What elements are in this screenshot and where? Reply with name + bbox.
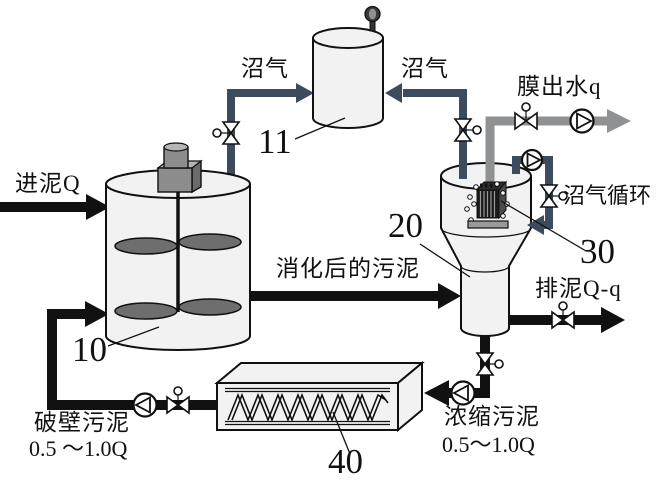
label-biogas-circulation: 沼气循环 xyxy=(563,183,652,208)
label-concentrated-sludge: 浓缩污泥 xyxy=(444,404,540,429)
label-broken-wall-flow: 0.5 ～1.0Q xyxy=(29,436,128,461)
valve-biogas-circulation xyxy=(539,184,568,208)
aeration-diffuser xyxy=(467,220,509,229)
concentrated-arrow xyxy=(424,380,449,406)
inlet-sludge-pipe xyxy=(0,194,110,220)
pump-biogas-circulation xyxy=(520,148,544,172)
return-arrow xyxy=(85,301,109,327)
biogas-circulation-pipe xyxy=(512,156,553,235)
label-biogas-right: 沼气 xyxy=(401,56,449,81)
label-broken-wall-sludge: 破壁污泥 xyxy=(34,410,130,435)
biogas-pipe-right xyxy=(385,83,467,179)
ref-label-gas-holder: 11 xyxy=(258,122,292,161)
inlet-arrow xyxy=(86,194,110,220)
membrane-tank-cone-bottom-joint xyxy=(460,265,510,273)
valve-tank-bottom xyxy=(475,352,504,376)
leader-40 xyxy=(332,411,351,455)
discharge-arrow xyxy=(601,307,625,333)
valve-biogas-right xyxy=(453,118,482,142)
valve-biogas-left xyxy=(212,121,241,145)
gas-holder-tank xyxy=(312,5,384,129)
biogas-right-arrow xyxy=(385,83,402,103)
pump-membrane-effluent xyxy=(569,108,595,134)
membrane-plates xyxy=(479,191,496,217)
label-digested-sludge: 消化后的污泥 xyxy=(276,256,420,281)
label-discharge-sludge: 排泥Q-q xyxy=(535,276,622,301)
biogas-pipe-left xyxy=(227,83,314,182)
valve-return-line xyxy=(166,386,190,415)
valve-membrane-effluent xyxy=(514,102,538,131)
effluent-arrow xyxy=(607,109,631,133)
pump-concentrated-sludge xyxy=(450,380,476,406)
heat-exchanger-coil xyxy=(227,392,389,423)
ref-label-digester: 10 xyxy=(72,330,107,369)
leader-20 xyxy=(419,243,471,278)
leader-10 xyxy=(107,326,160,347)
heat-exchanger-coil-guides xyxy=(225,387,390,426)
digested-sludge-pipe xyxy=(246,283,461,309)
pressure-gauge xyxy=(364,5,381,32)
label-membrane-effluent: 膜出水q xyxy=(517,74,602,99)
stirrer xyxy=(114,192,242,320)
ref-label-heat-exchanger: 40 xyxy=(328,442,363,481)
leader-30 xyxy=(500,200,587,252)
digested-arrow xyxy=(438,283,461,309)
stirrer-blade xyxy=(114,237,178,255)
heat-exchanger-top-face xyxy=(214,362,425,384)
leader-11 xyxy=(294,117,346,140)
membrane-module xyxy=(464,180,510,229)
biogas-left-arrow xyxy=(296,83,314,103)
gas-holder-rim xyxy=(312,27,384,49)
label-concentrated-flow: 0.5～1.0Q xyxy=(442,432,535,457)
label-biogas-left: 沼气 xyxy=(241,56,289,81)
stirrer-blade xyxy=(178,298,242,316)
heat-exchanger xyxy=(214,360,425,433)
digester-tank xyxy=(105,142,251,351)
membrane-tank-cone-joint xyxy=(440,227,532,238)
heat-exchanger-front-face xyxy=(216,382,399,431)
stirrer-motor xyxy=(156,142,203,194)
ref-label-membrane-module: 30 xyxy=(580,232,615,271)
pump-broken-sludge xyxy=(132,392,158,418)
label-inlet-sludge: 进泥Q xyxy=(15,171,81,196)
membrane-effluent-pipe xyxy=(485,109,631,186)
circulation-arrow xyxy=(527,215,544,235)
stirrer-blade xyxy=(178,233,242,251)
ref-label-membrane-tank: 20 xyxy=(388,206,423,245)
valve-discharge xyxy=(551,301,575,330)
stirrer-blade xyxy=(114,302,178,320)
